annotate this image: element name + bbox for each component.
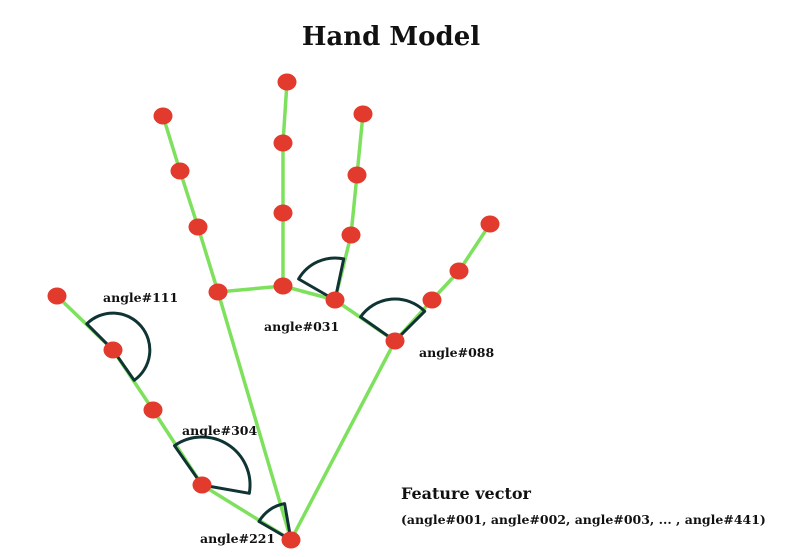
angle-label-304: angle#304	[182, 423, 258, 438]
angle-label-088: angle#088	[419, 345, 495, 360]
joint-thumbMcp	[143, 401, 163, 419]
joint-ringDip	[347, 166, 367, 184]
angle-arc-304	[173, 435, 252, 495]
angle-label-111: angle#111	[103, 290, 179, 305]
joint-pinkyDip	[449, 262, 469, 280]
hand-skeleton-joints	[47, 73, 500, 549]
joint-indexDip	[170, 162, 190, 180]
bone-indexPip-indexDip	[178, 169, 200, 229]
joint-pinkyMcp	[385, 332, 405, 350]
joint-indexTip	[153, 107, 173, 125]
joint-wrist	[281, 531, 301, 549]
bone-ringDip-ringTip	[355, 112, 365, 177]
bone-indexMcp-middleMcp	[216, 284, 285, 294]
angle-arc-111	[85, 311, 152, 382]
bone-pinkyDip-pinkyTip	[457, 222, 492, 273]
joint-ringTip	[353, 105, 373, 123]
bone-ringPip-ringDip	[349, 173, 359, 237]
bone-indexMcp-indexPip	[196, 225, 220, 294]
joint-indexPip	[188, 218, 208, 236]
joint-pinkyPip	[422, 291, 442, 309]
angle-arc-221	[257, 502, 293, 542]
joint-ringPip	[341, 226, 361, 244]
joint-middleDip	[273, 134, 293, 152]
feature-vector-title: Feature vector	[401, 484, 531, 503]
feature-vector-list: (angle#001, angle#002, angle#003, ... , …	[401, 512, 766, 527]
joint-middlePip	[273, 204, 293, 222]
joint-middleTip	[277, 73, 297, 91]
angle-arc-088	[359, 297, 427, 343]
bone-indexDip-indexTip	[161, 114, 182, 173]
angle-arc-031	[297, 256, 346, 302]
bone-wrist-indexMcp	[216, 290, 293, 542]
diagram-title: Hand Model	[301, 22, 481, 52]
bone-wrist-pinkyMcp	[289, 339, 397, 542]
joint-middleMcp	[273, 277, 293, 295]
angle-label-031: angle#031	[264, 319, 340, 334]
joint-thumbIp	[103, 341, 123, 359]
angle-arcs	[85, 256, 427, 542]
angle-label-221: angle#221	[200, 531, 276, 546]
joint-indexMcp	[208, 283, 228, 301]
joint-pinkyTip	[480, 215, 500, 233]
joint-ringMcp	[325, 291, 345, 309]
bone-middleDip-middleTip	[281, 80, 289, 145]
joint-thumbTip	[47, 287, 67, 305]
joint-cmcThumb	[192, 476, 212, 494]
